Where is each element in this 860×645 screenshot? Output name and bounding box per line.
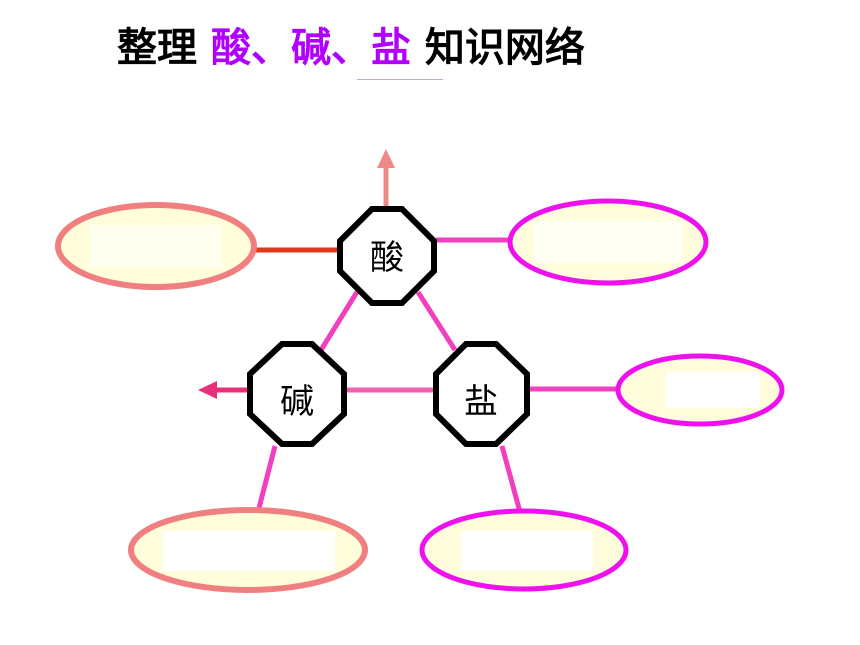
oval-middle-right-blank (666, 372, 760, 408)
title-highlight-base: 碱 (290, 25, 331, 71)
title-separator-1: 、 (250, 25, 291, 71)
title-highlight-acid: 酸 (210, 25, 251, 71)
title-underline (357, 79, 443, 80)
title-highlight-salt: 盐 (370, 25, 411, 71)
node-base-octagon (247, 341, 347, 447)
arrow-up-icon (377, 149, 395, 168)
link-acid-to-base (318, 290, 360, 352)
node-acid: 酸 (337, 206, 437, 306)
node-base: 碱 (247, 341, 347, 447)
link-acid-to-salt (415, 290, 458, 352)
node-salt-octagon (433, 341, 530, 447)
link-salt-to-bottom-right-oval (499, 445, 523, 513)
page-title: 整理 酸、碱、盐 知识网络 (117, 22, 585, 74)
arrow-left-icon (198, 381, 217, 399)
link-base-to-bottom-left-oval (255, 445, 278, 513)
node-base-label: 碱 (280, 382, 314, 422)
node-salt-label: 盐 (464, 382, 498, 422)
node-salt: 盐 (433, 341, 530, 447)
title-suffix: 知识网络 (424, 25, 585, 71)
node-acid-label: 酸 (370, 238, 404, 278)
title-separator-2: 、 (330, 25, 371, 71)
oval-top-right-blank (534, 221, 682, 263)
oval-top-left-blank (90, 225, 222, 267)
title-prefix: 整理 (117, 25, 197, 71)
oval-bottom-right-blank (461, 531, 593, 571)
node-acid-octagon (337, 206, 437, 306)
oval-bottom-left-blank (163, 531, 335, 571)
